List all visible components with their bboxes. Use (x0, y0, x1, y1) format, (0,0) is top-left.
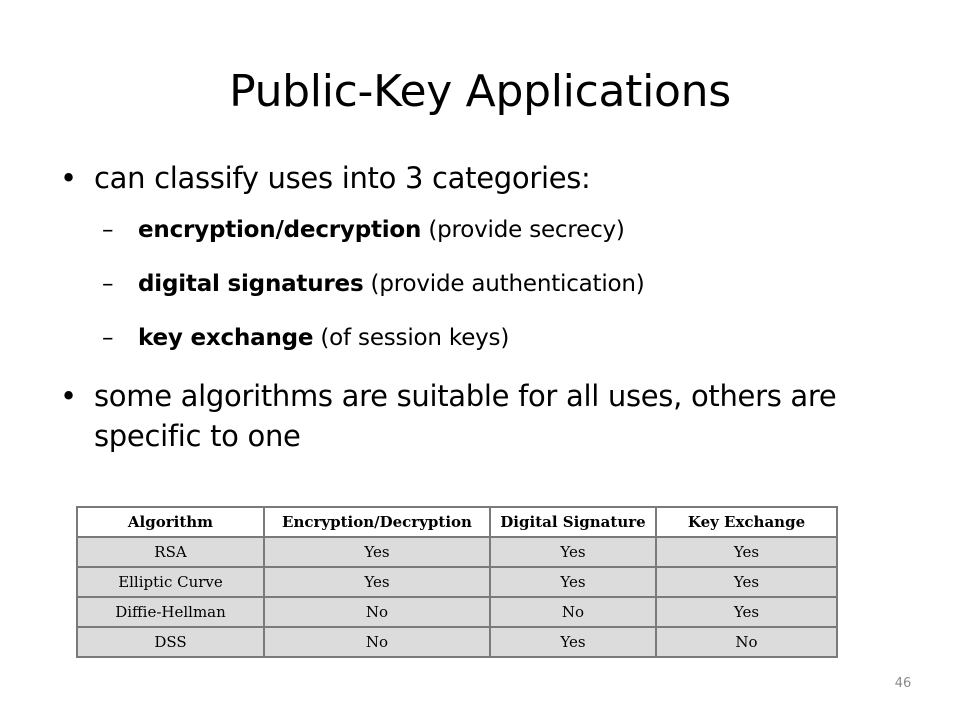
table-cell: Elliptic Curve (76, 566, 265, 598)
table-cell: Yes (263, 566, 491, 598)
algorithm-table: Algorithm Encryption/Decryption Digital … (76, 506, 838, 658)
table-row: Elliptic Curve Yes Yes Yes (76, 566, 838, 598)
header-encryption: Encryption/Decryption (263, 506, 491, 538)
table-row: Diffie-Hellman No No Yes (76, 596, 838, 628)
bullet-marker: • (60, 379, 77, 413)
table-cell: Diffie-Hellman (76, 596, 265, 628)
table-cell: RSA (76, 536, 265, 568)
header-signature: Digital Signature (489, 506, 657, 538)
table-cell: Yes (655, 566, 838, 598)
table-cell: Yes (655, 596, 838, 628)
bullet-text: can classify uses into 3 categories: (94, 161, 591, 195)
dash-marker: – (102, 217, 114, 243)
sub-bullet-term: digital signatures (138, 271, 364, 297)
table-cell: Yes (655, 536, 838, 568)
table-header-row: Algorithm Encryption/Decryption Digital … (76, 506, 838, 538)
table-cell: Yes (263, 536, 491, 568)
sub-bullet-desc: (provide authentication) (363, 271, 645, 297)
table-cell: No (263, 626, 491, 658)
bullet-item: • some algorithms are suitable for all u… (58, 376, 878, 456)
table-cell: No (263, 596, 491, 628)
table-cell: DSS (76, 626, 265, 658)
table-cell: No (489, 596, 657, 628)
table-cell: Yes (489, 566, 657, 598)
page-number: 46 (894, 676, 912, 691)
sub-bullet-desc: (of session keys) (313, 325, 510, 351)
dash-marker: – (102, 271, 114, 297)
header-algorithm: Algorithm (76, 506, 265, 538)
table-cell: Yes (489, 536, 657, 568)
sub-bullet-term: key exchange (138, 325, 314, 351)
bullet-text: some algorithms are suitable for all use… (94, 379, 837, 453)
table-cell: No (655, 626, 838, 658)
dash-marker: – (102, 325, 114, 351)
sub-bullet-item: – key exchange (of session keys) (58, 322, 878, 354)
table-cell: Yes (489, 626, 657, 658)
header-key-exchange: Key Exchange (655, 506, 838, 538)
sub-bullet-desc: (provide secrecy) (421, 217, 625, 243)
sub-bullet-item: – encryption/decryption (provide secrecy… (58, 214, 878, 246)
algorithm-table-wrapper: Algorithm Encryption/Decryption Digital … (76, 506, 838, 658)
slide-title: Public-Key Applications (229, 66, 731, 117)
table-row: RSA Yes Yes Yes (76, 536, 838, 568)
bullet-list: • can classify uses into 3 categories: –… (58, 158, 878, 456)
table-row: DSS No Yes No (76, 626, 838, 658)
bullet-item: • can classify uses into 3 categories: (58, 158, 878, 198)
bullet-marker: • (60, 161, 77, 195)
sub-bullet-item: – digital signatures (provide authentica… (58, 268, 878, 300)
sub-bullet-term: encryption/decryption (138, 217, 422, 243)
